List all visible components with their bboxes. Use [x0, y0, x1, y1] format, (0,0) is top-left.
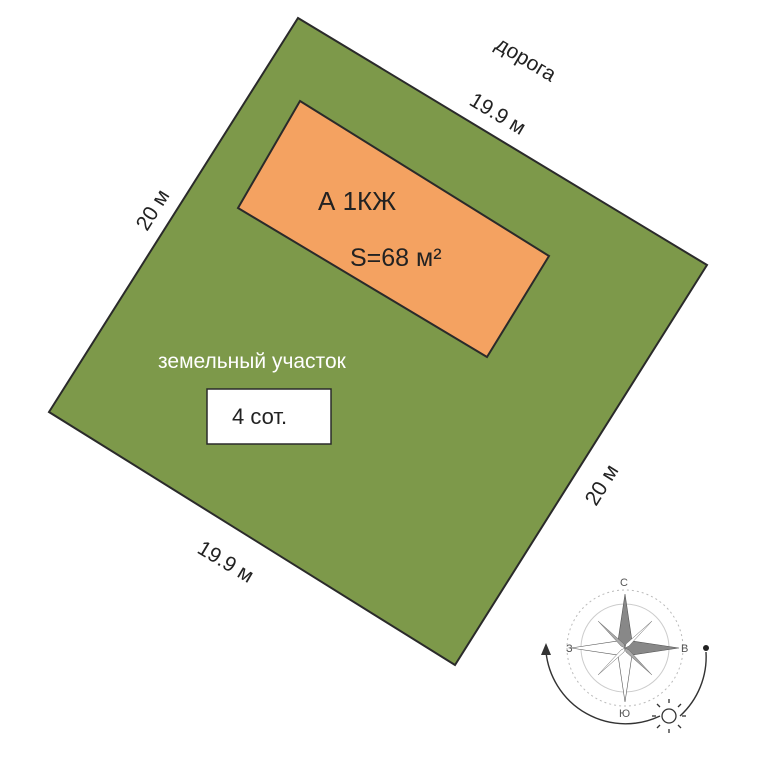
- compass-west: З: [566, 643, 573, 655]
- sun-icon: [652, 699, 686, 733]
- plot-label: земельный участок: [158, 350, 347, 373]
- side-right-length: 20 м: [581, 460, 624, 509]
- building-footprint: [236, 99, 551, 359]
- area-box: [206, 388, 332, 445]
- compass-rose-icon: [566, 589, 684, 707]
- side-bottom-length: 19.9 м: [193, 537, 257, 588]
- compass-south: Ю: [619, 708, 630, 720]
- sun-path-arc-icon: [541, 643, 709, 725]
- land-plot: [47, 16, 709, 667]
- building-name: А 1КЖ: [318, 186, 396, 216]
- compass-north: С: [620, 577, 628, 589]
- compass-east: В: [681, 643, 688, 655]
- building-area: S=68 м²: [350, 244, 442, 272]
- plot-area: 4 сот.: [232, 404, 287, 429]
- road-label: дорога: [491, 33, 560, 87]
